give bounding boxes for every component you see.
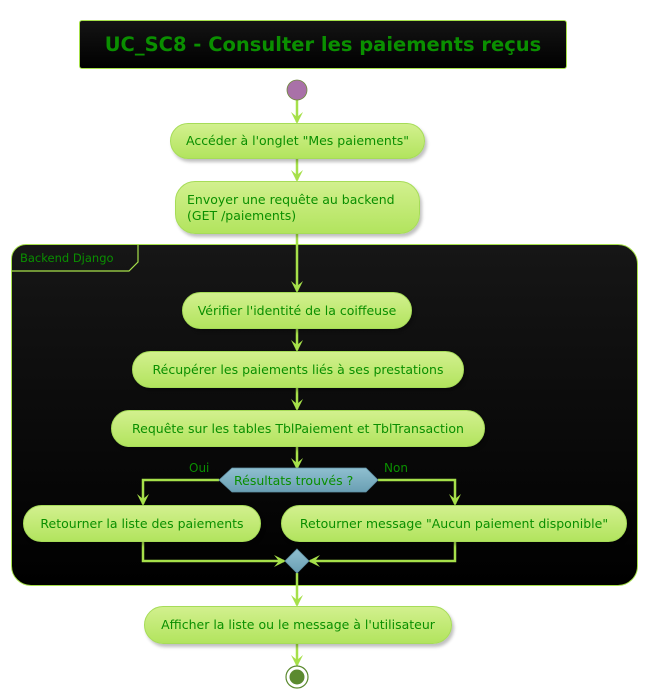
action-requete-tables: Requête sur les tables TblPaiement et Tb… <box>111 410 485 447</box>
arrowhead <box>291 340 303 352</box>
arrowhead <box>291 595 303 607</box>
edge-a6-merge <box>141 541 284 563</box>
action-recuperer-paiements: Récupérer les paiements liés à ses prest… <box>132 351 464 388</box>
arrowhead <box>291 281 303 293</box>
arrowhead <box>137 494 149 506</box>
arrowhead <box>449 494 461 506</box>
action-afficher: Afficher la liste ou le message à l'util… <box>144 606 452 644</box>
arrowhead <box>291 399 303 411</box>
guard-oui: Oui <box>189 461 210 475</box>
edge-a7-merge <box>310 541 457 563</box>
guard-non: Non <box>384 461 408 475</box>
partition-label: Backend Django <box>20 251 114 265</box>
action-retourner-message: Retourner message "Aucun paiement dispon… <box>281 505 627 542</box>
decision-node <box>218 467 379 493</box>
action-verifier-identite: Vérifier l'identité de la coiffeuse <box>182 292 412 329</box>
final-node-inner <box>289 669 305 685</box>
arrowhead <box>291 458 303 470</box>
initial-node <box>286 79 308 101</box>
arrowhead <box>291 112 303 124</box>
arrowhead <box>291 170 303 182</box>
arrowhead <box>308 555 320 567</box>
merge-node <box>284 548 310 574</box>
edge-decision-no <box>378 478 457 504</box>
arrowhead <box>291 655 303 667</box>
diagram-title-box: UC_SC8 - Consulter les paiements reçus <box>79 20 567 69</box>
diagram-title: UC_SC8 - Consulter les paiements reçus <box>104 33 542 56</box>
arrowhead <box>274 555 286 567</box>
edge-decision-yes <box>141 478 219 504</box>
action-retourner-liste: Retourner la liste des paiements <box>23 505 261 542</box>
action-envoyer-requete: Envoyer une requête au backend (GET /pai… <box>175 181 420 234</box>
partition-tab <box>11 244 139 272</box>
decision-label: Résultats trouvés ? <box>234 473 354 488</box>
action-acceder-onglet: Accéder à l'onglet "Mes paiements" <box>170 123 425 159</box>
